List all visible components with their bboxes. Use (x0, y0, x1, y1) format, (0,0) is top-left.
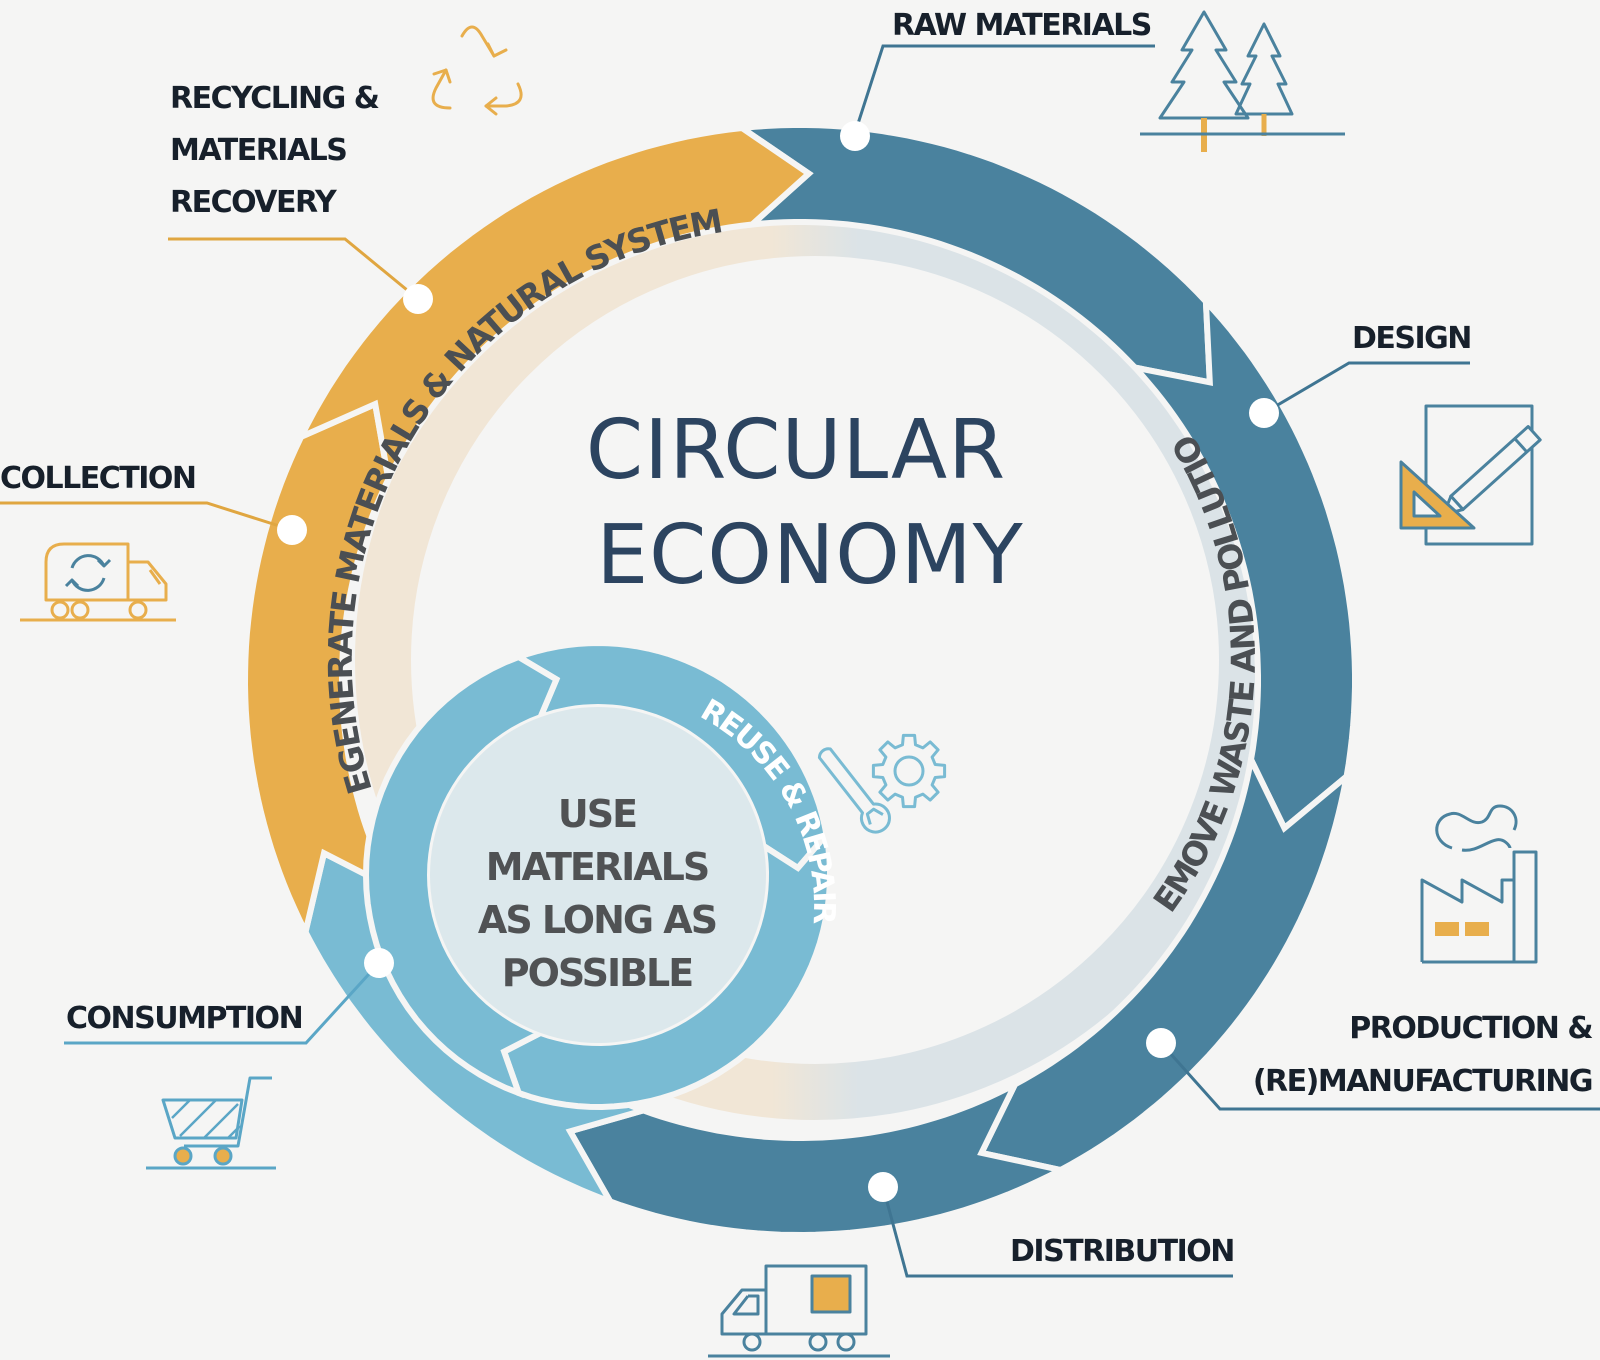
design-connector (1263, 361, 1470, 415)
design-tools-icon (1399, 404, 1542, 546)
raw-materials-dot (840, 121, 870, 151)
distribution-label: DISTRIBUTION (1010, 1234, 1234, 1269)
raw-materials-connector (853, 44, 1155, 134)
recycling-connector (168, 237, 419, 301)
inner-text-line-3: AS LONG AS (478, 898, 716, 942)
design-label: DESIGN (1352, 321, 1471, 356)
collection-label: COLLECTION (0, 461, 196, 496)
inner-circle (430, 707, 766, 1043)
recycling-truck-icon (20, 542, 176, 622)
delivery-truck-icon (708, 1264, 890, 1358)
distribution-dot (868, 1172, 898, 1202)
production-connector (1159, 1042, 1600, 1111)
consumption-label: CONSUMPTION (66, 1001, 302, 1036)
wrench-gear-icon (817, 733, 947, 834)
inner-band-ring (355, 200, 1275, 1120)
consumption-connector (64, 961, 381, 1045)
recycle-icon (431, 25, 523, 116)
raw-materials-label: RAW MATERIALS (892, 8, 1151, 43)
recycling-segment (294, 124, 814, 489)
design-dot (1249, 398, 1279, 428)
inner-text-line-4: POSSIBLE (502, 951, 693, 995)
title-line-2: ECONOMY (596, 508, 1023, 603)
consumption-dot (364, 948, 394, 978)
stage-labels: RAW MATERIALS DESIGN PRODUCTION & (RE)MA… (0, 8, 1594, 1269)
distribution-connector (881, 1186, 1233, 1278)
inner-text-line-2: MATERIALS (486, 845, 709, 889)
callout-dots (277, 121, 1279, 1202)
shopping-cart-icon (146, 1076, 276, 1170)
recycling-dot (403, 284, 433, 314)
title-line-1: CIRCULAR (586, 403, 1006, 498)
trees-icon (1140, 10, 1345, 152)
factory-icon (1420, 804, 1538, 964)
collection-connector (0, 501, 293, 532)
production-label-line-2: (RE)MANUFACTURING (1253, 1064, 1592, 1099)
callout-connectors (0, 44, 1600, 1278)
collection-dot (277, 515, 307, 545)
recycling-label-line-2: MATERIALS (170, 133, 346, 168)
production-label-line-1: PRODUCTION & (1349, 1011, 1592, 1046)
production-dot (1146, 1028, 1176, 1058)
inner-text-line-1: USE (558, 792, 636, 836)
recycling-label-line-1: RECYCLING & (170, 81, 379, 116)
recycling-label-line-3: RECOVERY (170, 185, 338, 220)
